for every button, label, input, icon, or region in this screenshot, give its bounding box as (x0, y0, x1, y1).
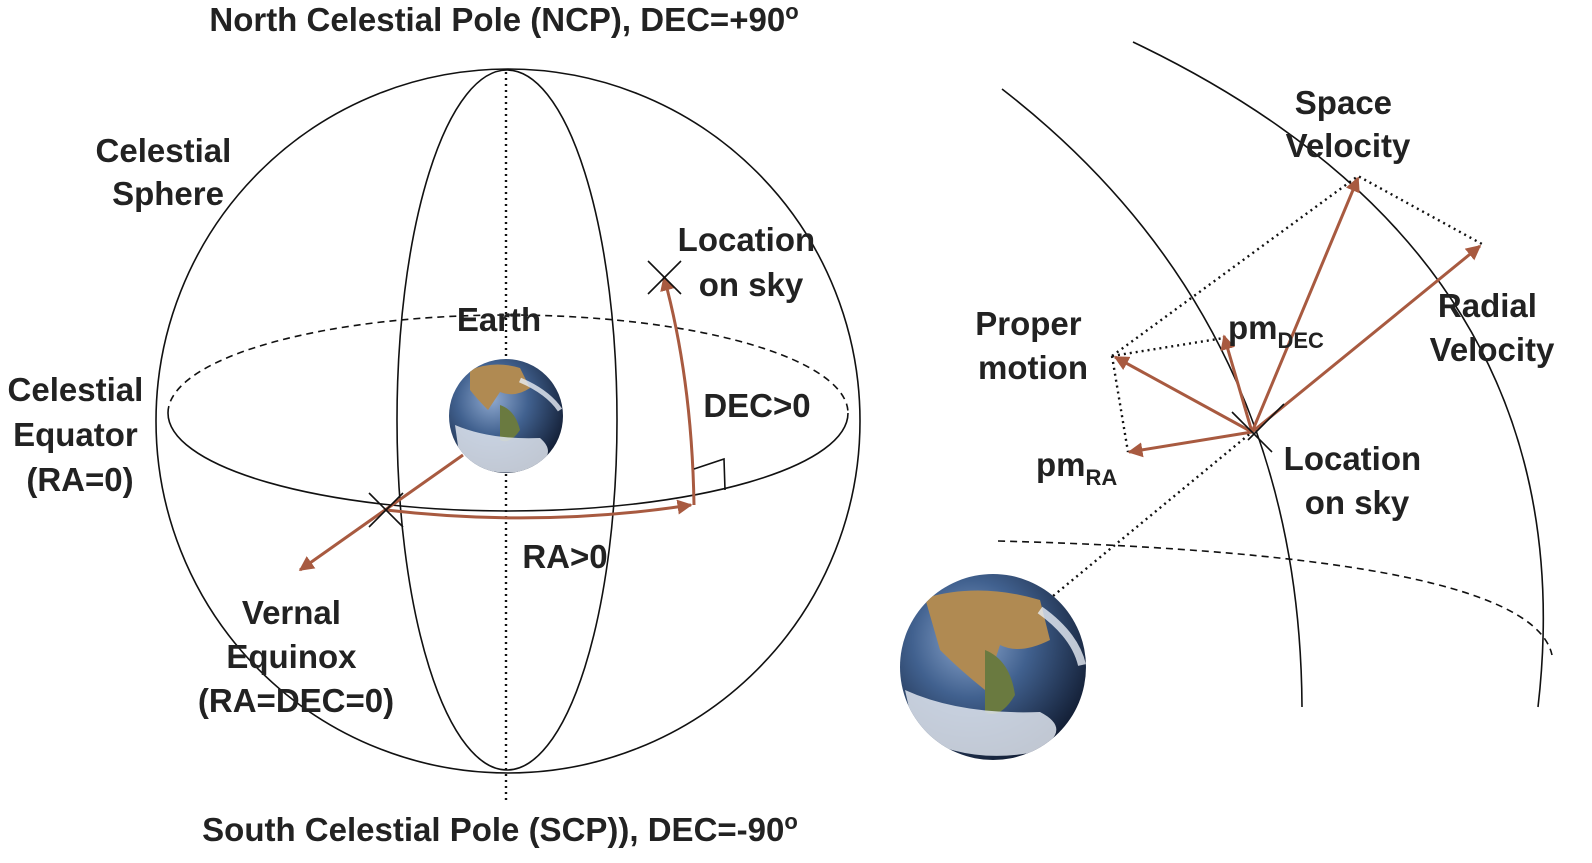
dec-label: DEC>0 (703, 387, 810, 424)
vernal-equinox-label: Vernal Equinox (RA=DEC=0) (198, 594, 394, 719)
vernal-equinox-marker (368, 492, 404, 528)
pm-dec-vector (1220, 334, 1254, 433)
ra-arc-vector (385, 499, 693, 520)
sky-grid-outer-meridian (1132, 41, 1545, 708)
earth-globe-icon (449, 359, 563, 473)
space-velocity-label: Space Velocity (1286, 84, 1411, 164)
celestial-equator-label: Celestial Equator (RA=0) (8, 371, 153, 498)
radial-velocity-vector (1251, 244, 1482, 434)
pm-ra-vector (1127, 430, 1253, 458)
earth-label: Earth (457, 301, 541, 338)
dec-arc-vector (660, 275, 696, 506)
pm-ra-label: pmRA (1036, 446, 1117, 490)
proper-motion-to-pm-dec (1111, 336, 1225, 358)
location-on-sky-marker-right (1231, 403, 1285, 453)
space-velocity-vector (1250, 176, 1360, 433)
equator-back-half (167, 314, 849, 414)
celestial-sphere-panel: North Celestial Pole (NCP), DEC=+90o Sou… (8, 0, 861, 849)
velocity-components-panel: Space Velocity Radial Velocity Proper mo… (900, 41, 1555, 760)
right-angle-marker (693, 457, 726, 491)
equator-front-half (167, 412, 849, 512)
scp-label: South Celestial Pole (SCP)), DEC=-90o (202, 809, 798, 849)
celestial-sphere-outline (155, 68, 861, 774)
location-on-sky-label-right: Location on sky (1284, 440, 1431, 521)
ncp-label: North Celestial Pole (NCP), DEC=+90o (209, 0, 798, 38)
proper-motion-label: Proper motion (975, 305, 1091, 386)
earth-to-vernal-vector (298, 453, 464, 572)
radial-velocity-label: Radial Velocity (1430, 287, 1555, 368)
sky-grid-meridian (1001, 88, 1303, 708)
ra-label: RA>0 (522, 538, 607, 575)
sky-grid-parallel (997, 540, 1553, 656)
celestial-sphere-label: Celestial Sphere (96, 132, 241, 212)
pm-dec-label: pmDEC (1228, 309, 1324, 353)
location-on-sky-label: Location on sky (678, 221, 825, 303)
proper-motion-to-pm-ra (1110, 355, 1130, 453)
location-on-sky-marker (647, 260, 682, 295)
earth-globe-icon-right (900, 574, 1086, 760)
proper-motion-vector (1113, 355, 1253, 434)
